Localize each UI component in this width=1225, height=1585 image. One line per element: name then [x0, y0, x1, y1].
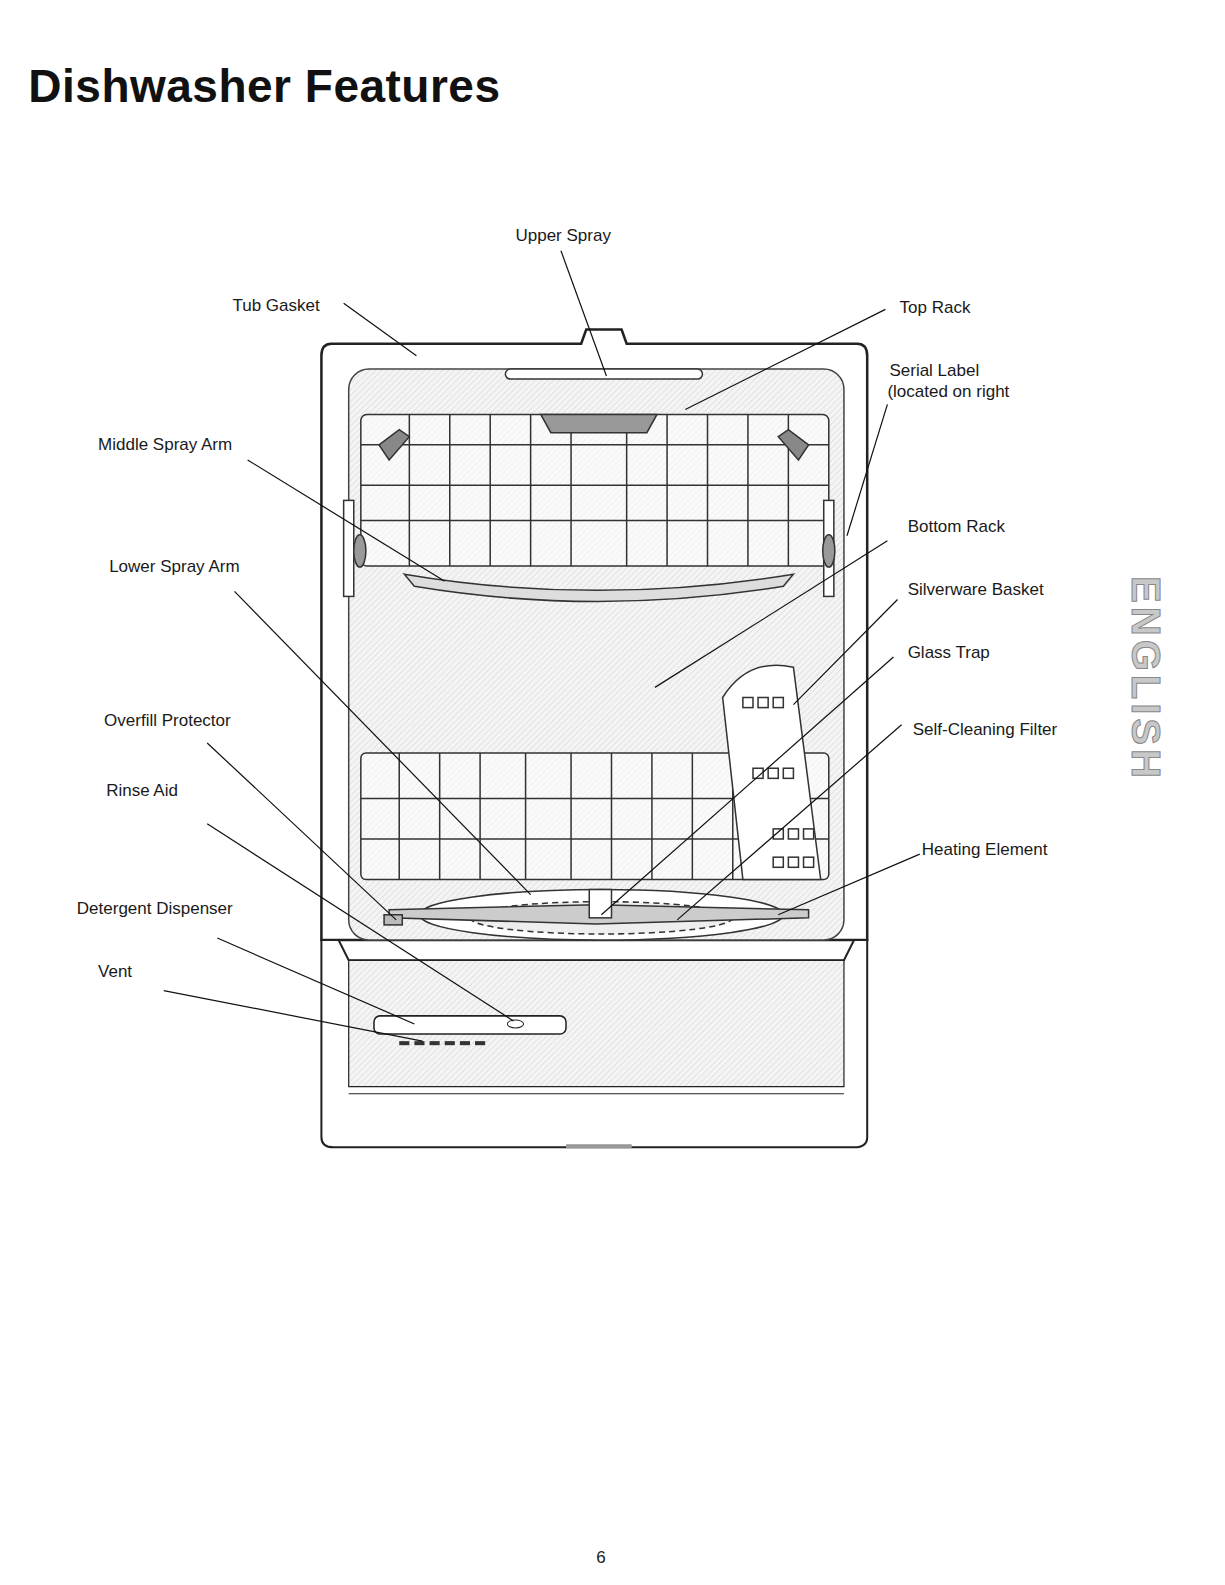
- part-label: Top Rack: [900, 298, 971, 318]
- page-number: 6: [596, 1548, 605, 1568]
- part-label: Serial Label: [889, 361, 979, 381]
- rack-rail: [344, 500, 835, 596]
- part-label: (located on right: [887, 382, 1009, 402]
- part-label: Lower Spray Arm: [109, 557, 239, 577]
- part-label: Self-Cleaning Filter: [913, 720, 1058, 740]
- page-title: Dishwasher Features: [28, 59, 500, 113]
- part-label: Vent: [98, 962, 132, 982]
- part-label: Rinse Aid: [106, 781, 178, 801]
- part-label: Glass Trap: [908, 643, 990, 663]
- part-label: Silverware Basket: [908, 580, 1044, 600]
- part-label: Bottom Rack: [908, 517, 1005, 537]
- vent-slots: [399, 1041, 485, 1045]
- tub-interior: [349, 369, 844, 940]
- part-label: Overfill Protector: [104, 711, 231, 731]
- language-tab: ENGLISH: [1123, 576, 1168, 782]
- leader-line: [164, 251, 920, 1041]
- silverware-basket: [723, 665, 821, 879]
- tub-outline: [321, 330, 867, 940]
- part-label: Middle Spray Arm: [98, 435, 232, 455]
- part-label: Tub Gasket: [232, 296, 319, 316]
- part-label: Heating Element: [922, 840, 1048, 860]
- open-door: [321, 940, 867, 1148]
- part-label: Detergent Dispenser: [77, 899, 233, 919]
- part-label: Upper Spray: [515, 226, 610, 246]
- lower-spray-arm: [384, 890, 809, 941]
